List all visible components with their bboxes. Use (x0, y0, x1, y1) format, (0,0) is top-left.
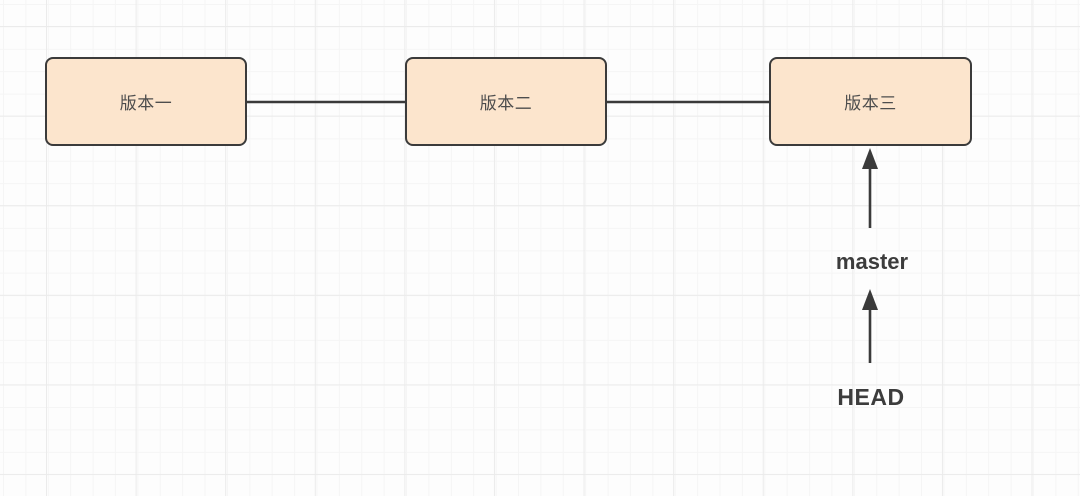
label-head: HEAD (837, 384, 905, 410)
arrowhead-up-icon (862, 289, 878, 310)
arrow-master-to-version3 (862, 148, 878, 228)
node-version-3-label: 版本三 (844, 94, 897, 113)
node-version-1-label: 版本一 (119, 94, 173, 113)
node-version-1: 版本一 (45, 57, 247, 146)
node-version-2-label: 版本二 (479, 94, 533, 113)
label-master: master (835, 249, 909, 274)
arrow-head-to-master (862, 289, 878, 363)
node-version-3: 版本三 (769, 57, 972, 146)
node-version-2: 版本二 (405, 57, 607, 146)
arrowhead-up-icon (862, 148, 878, 169)
